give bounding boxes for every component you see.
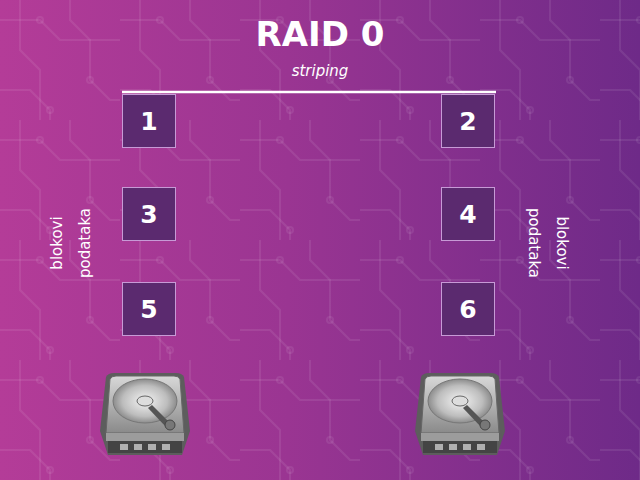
diagram-title: RAID 0 bbox=[256, 14, 385, 54]
side-label: blokovi podataka bbox=[520, 203, 576, 283]
block-number: 3 bbox=[140, 200, 157, 229]
block-number: 2 bbox=[459, 107, 476, 136]
subtitle: striping bbox=[292, 62, 349, 80]
stripe-bar bbox=[122, 91, 496, 94]
data-block: 3 bbox=[122, 187, 176, 241]
hard-disk bbox=[415, 373, 505, 455]
block-number: 4 bbox=[459, 200, 476, 229]
block-number: 1 bbox=[140, 107, 157, 136]
data-block: 5 bbox=[122, 282, 176, 336]
data-block: 2 bbox=[441, 94, 495, 148]
side-label: blokovi podataka bbox=[43, 203, 99, 283]
data-block: 1 bbox=[122, 94, 176, 148]
hard-disk bbox=[100, 373, 190, 455]
data-block: 4 bbox=[441, 187, 495, 241]
block-number: 5 bbox=[140, 295, 157, 324]
block-number: 6 bbox=[459, 295, 476, 324]
data-block: 6 bbox=[441, 282, 495, 336]
